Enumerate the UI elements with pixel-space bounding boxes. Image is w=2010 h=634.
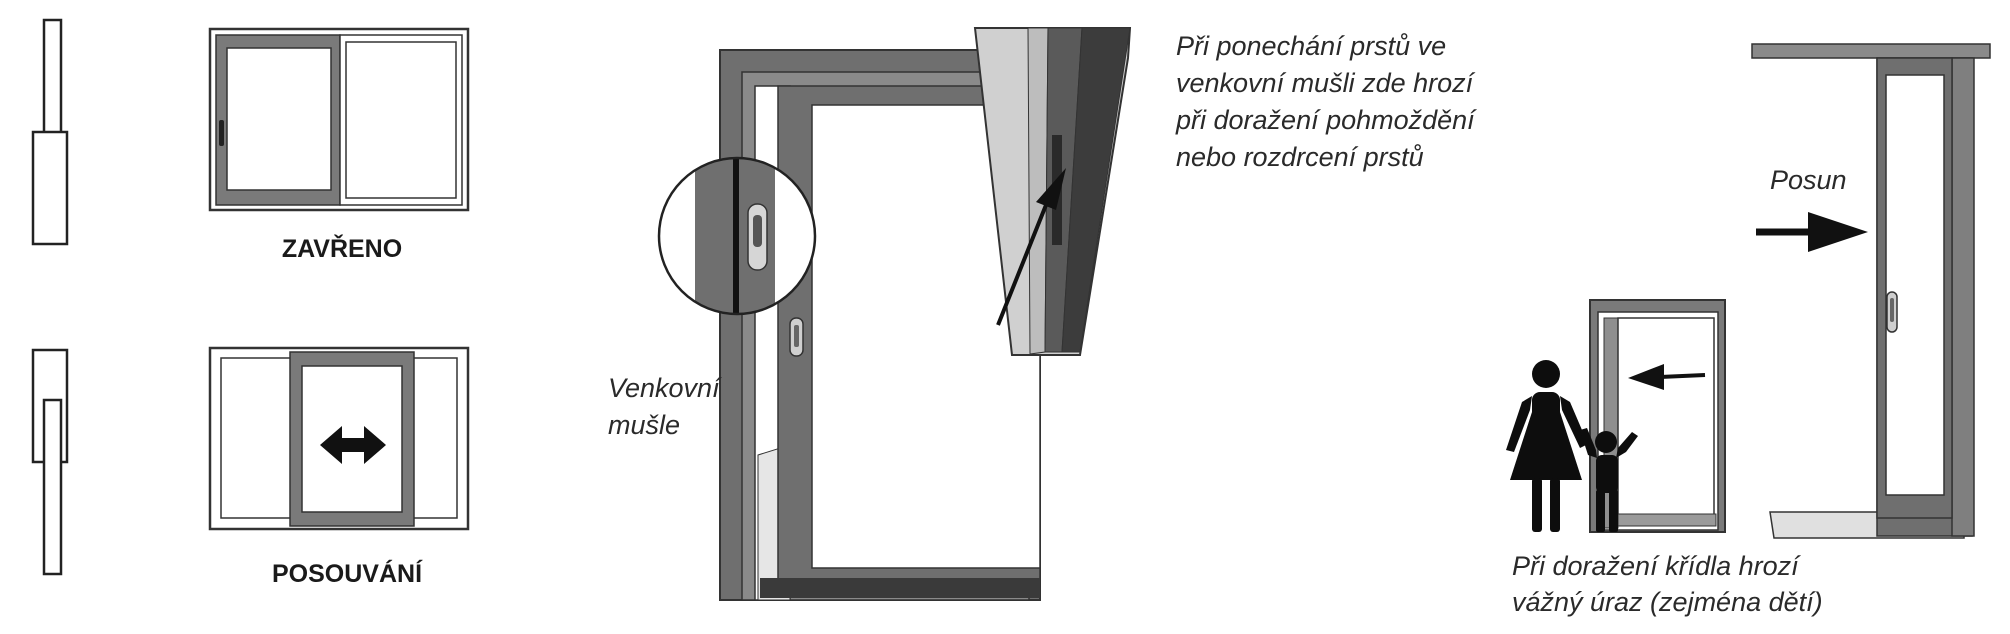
finger-warning-line: venkovní mušli zde hrozí (1176, 68, 1474, 98)
double-arrow-icon (320, 426, 386, 464)
door-frame-illustration (719, 49, 1041, 601)
profile-closed-icon (31, 18, 69, 246)
finger-warning-line: Při ponechání prstů ve (1176, 31, 1447, 61)
large-door-illustration (1751, 43, 1991, 539)
outer-shell-label: Venkovní mušle (608, 370, 720, 444)
woman-silhouette-icon (1506, 360, 1588, 532)
closed-window-illustration (208, 27, 470, 212)
small-door-illustration (1589, 299, 1726, 533)
outer-shell-line: Venkovní (608, 373, 720, 403)
injury-warning-line: vážný úraz (zejména dětí) (1512, 587, 1823, 617)
magnifier-detail (657, 156, 817, 316)
pointer-arrow-icon (996, 168, 1066, 326)
sliding-label: POSOUVÁNÍ (272, 559, 423, 588)
left-arrow-icon (1628, 364, 1706, 390)
outer-shell-line: mušle (608, 410, 681, 440)
finger-warning-line: nebo rozdrcení prstů (1176, 142, 1424, 172)
finger-warning-text: Při ponechání prstů ve venkovní mušli zd… (1176, 28, 1475, 176)
finger-warning-line: při doražení pohmoždění (1176, 105, 1475, 135)
closed-label: ZAVŘENO (282, 233, 402, 263)
right-arrow-icon (1756, 212, 1868, 252)
injury-warning-text: Při doražení křídla hrozí vážný úraz (ze… (1512, 548, 1823, 620)
slide-label: Posun (1770, 162, 1847, 198)
injury-warning-line: Při doražení křídla hrozí (1512, 551, 1799, 581)
child-silhouette-icon (1580, 428, 1638, 532)
profile-sliding-icon (31, 348, 69, 576)
slide-label-text: Posun (1770, 165, 1847, 195)
